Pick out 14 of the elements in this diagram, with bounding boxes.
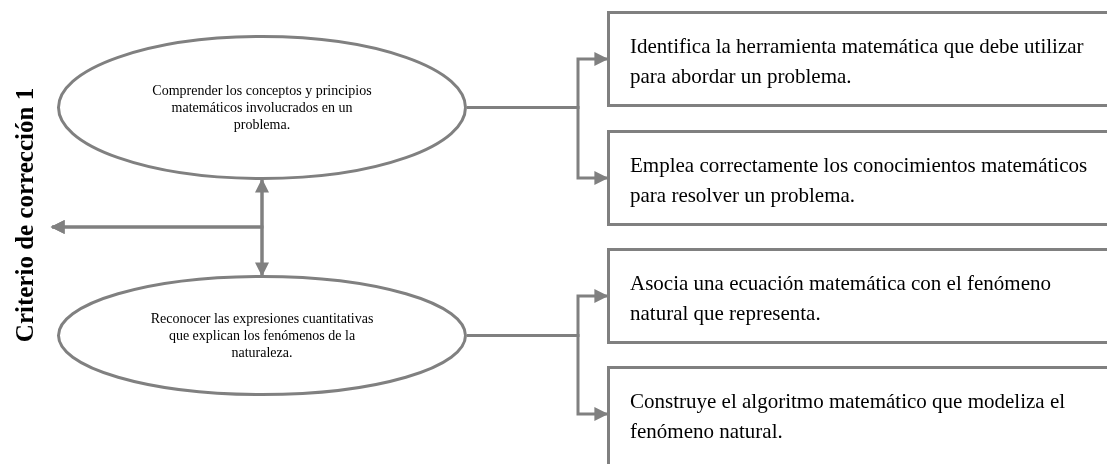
arrow bbox=[467, 334, 609, 421]
node-text: Identifica la herramienta matemática que debe utilizar para abordar un problema. bbox=[630, 33, 1085, 90]
text-box bbox=[607, 366, 1107, 464]
text-box bbox=[607, 248, 1107, 344]
node-text: Comprender los conceptos y principios matemáticos involucrados en un problema. bbox=[151, 82, 373, 133]
arrow bbox=[467, 106, 609, 185]
node-text: Asocia una ecuación matemática con el fenómeno natural que representa. bbox=[630, 270, 1052, 327]
text-box bbox=[607, 130, 1107, 226]
arrow bbox=[50, 220, 264, 275]
node-text: Emplea correctamente los conocimientos matemáticos para resolver un problema. bbox=[630, 152, 1089, 209]
vertical-heading: Criterio de corrección 1 bbox=[11, 87, 39, 343]
text-box bbox=[607, 11, 1107, 107]
node-text: Reconocer las expresiones cuantitativas que explican los fenómenos de la naturaleza. bbox=[149, 310, 375, 361]
node-text: Construye el algoritmo matemático que modeliza el fenómeno natural. bbox=[630, 388, 1067, 445]
